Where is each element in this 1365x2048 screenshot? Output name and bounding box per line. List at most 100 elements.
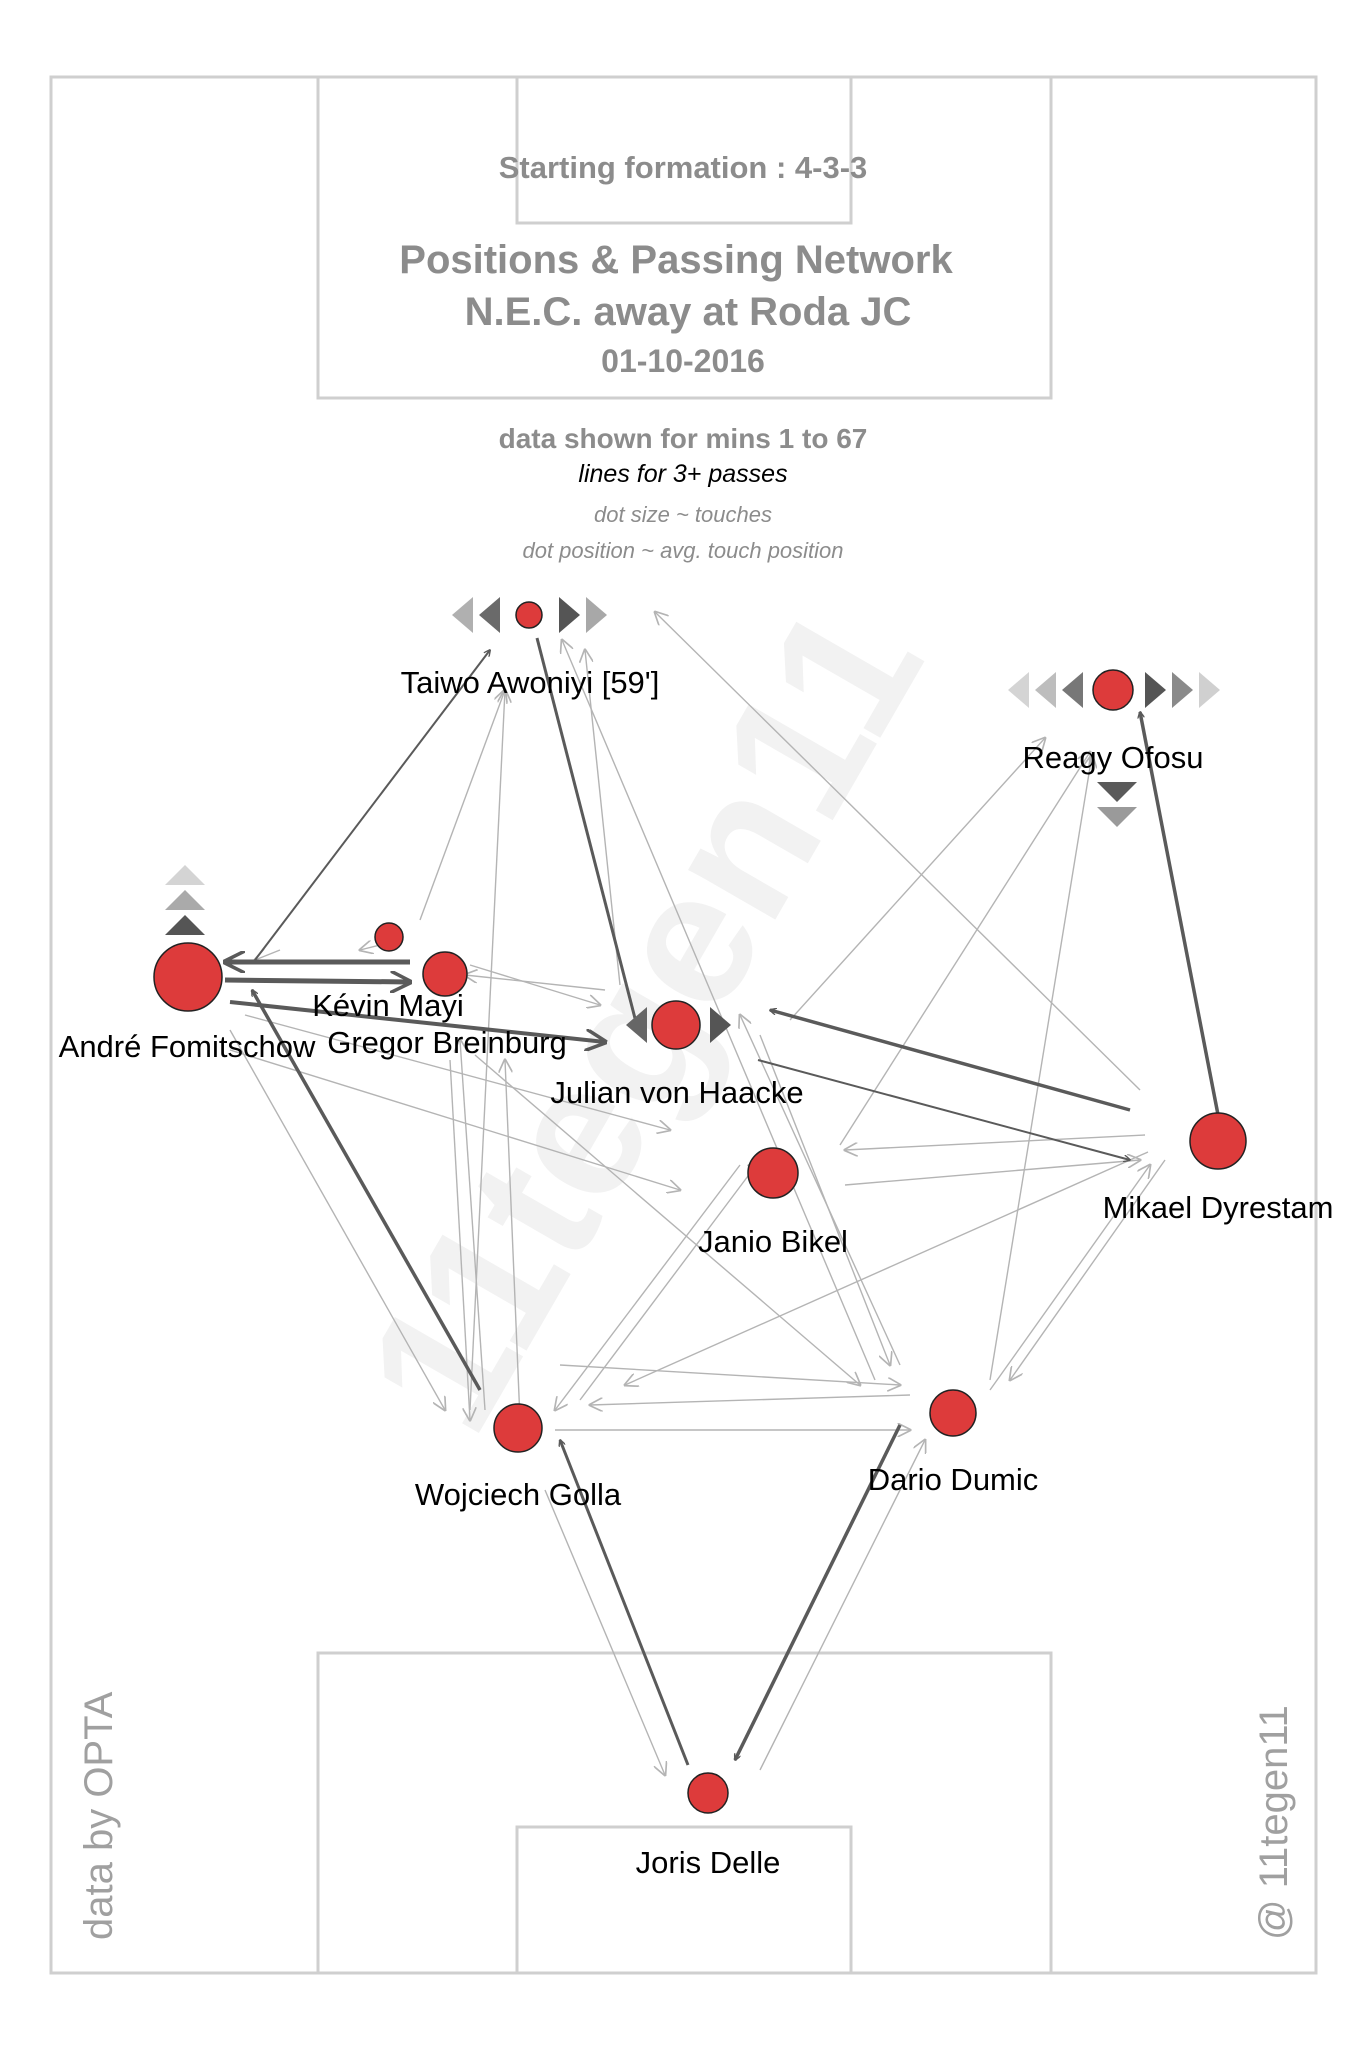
pass-line: [839, 752, 1090, 1146]
left-arrow-icon: [452, 597, 473, 633]
pass-line: [844, 1160, 1140, 1186]
pass-line: [474, 1054, 860, 1385]
author-credit: @ 11tegen11: [1252, 1705, 1296, 1940]
data-source-credit: data by OPTA: [77, 1691, 121, 1940]
player-dot-dyrestam: [1189, 1112, 1247, 1170]
pass-line: [759, 1440, 925, 1771]
player-dot-breinburg: [422, 951, 468, 997]
pass-line: [460, 1040, 486, 1411]
player-dot-bikel: [747, 1147, 799, 1199]
player-label: Mikael Dyrestam: [1103, 1190, 1334, 1225]
player-dot-fomitschow: [153, 942, 223, 1012]
dot-position-note: dot position ~ avg. touch position: [522, 538, 843, 563]
pass-line: [625, 1151, 1149, 1385]
pass-line: [585, 650, 621, 986]
player-label: Joris Delle: [636, 1845, 781, 1880]
player-label: Kévin Mayi: [312, 988, 464, 1023]
pass-line: [544, 1489, 665, 1775]
bottom-goal-box: [515, 1825, 853, 1975]
left-arrow-icon: [626, 1007, 647, 1043]
pass-line: [1010, 1159, 1166, 1380]
pass-line-strong: [770, 1010, 1131, 1112]
right-arrow-icon: [1145, 672, 1166, 708]
pass-line: [229, 1029, 445, 1410]
player-label: Taiwo Awoniyi [59']: [401, 665, 660, 700]
player-dot-mayi: [374, 922, 404, 952]
title-line-1: Positions & Passing Network: [399, 238, 953, 282]
pass-line: [449, 1059, 470, 1420]
pass-line: [562, 640, 876, 1381]
pass-line-strong: [757, 1059, 1130, 1160]
pass-line: [469, 964, 600, 1005]
right-arrow-icon: [559, 597, 580, 633]
pass-line-strong: [250, 990, 482, 1391]
right-arrow-icon: [710, 1007, 731, 1043]
pass-line: [555, 1164, 741, 1410]
left-arrow-icon: [479, 597, 500, 633]
pass-line: [590, 1394, 911, 1405]
pass-line: [759, 1034, 890, 1365]
up-arrow-icon: [165, 890, 205, 910]
pass-line: [789, 738, 1045, 1021]
pass-line: [989, 755, 1092, 1381]
lines-note: lines for 3+ passes: [578, 460, 787, 488]
right-arrow-icon: [586, 597, 607, 633]
pass-line-strong: [1140, 712, 1222, 1126]
dot-size-note: dot size ~ touches: [594, 502, 772, 527]
pass-line: [419, 690, 505, 921]
pass-line-strong: [229, 1000, 605, 1042]
pass-line-strong: [254, 650, 490, 961]
down-arrow-icon: [1097, 807, 1137, 827]
player-label: André Fomitschow: [59, 1029, 316, 1064]
pass-line-strong: [733, 1424, 902, 1760]
pass-line: [579, 1160, 760, 1401]
player-dot-delle: [687, 1772, 729, 1814]
left-arrow-icon: [1008, 672, 1029, 708]
right-arrow-icon: [1199, 672, 1220, 708]
pass-line-strong: [535, 637, 638, 1030]
weak-passes: [229, 612, 1166, 1775]
bottom-penalty-box: [316, 1651, 1053, 1975]
player-dot-dumic: [929, 1389, 977, 1437]
pass-line: [465, 975, 606, 991]
player-label: Gregor Breinburg: [327, 1025, 567, 1060]
pass-line: [989, 1165, 1150, 1391]
pass-line: [740, 1015, 901, 1366]
player-dot-haacke: [651, 1000, 701, 1050]
pass-line: [255, 950, 281, 960]
pass-line: [845, 1134, 1146, 1150]
up-arrow-icon: [165, 865, 205, 885]
pass-line: [655, 612, 1141, 1091]
player-label: Janio Bikel: [698, 1224, 848, 1259]
player-label: Dario Dumic: [868, 1462, 1039, 1497]
player-label: Reagy Ofosu: [1023, 740, 1204, 775]
direction-indicators: [165, 597, 1220, 1043]
player-label: Julian von Haacke: [550, 1075, 803, 1110]
pass-line: [505, 1060, 521, 1421]
pass-line-strong: [560, 1440, 690, 1766]
right-arrow-icon: [1172, 672, 1193, 708]
pass-line: [244, 1014, 670, 1130]
strong-passes: [224, 637, 1222, 1766]
header: Starting formation : 4-3-3 Positions & P…: [399, 150, 953, 563]
down-arrow-icon: [1097, 782, 1137, 802]
pass-line: [469, 690, 505, 1411]
pass-line-strong: [224, 980, 410, 982]
top-goal-box: [515, 75, 853, 225]
up-arrow-icon: [165, 915, 205, 935]
player-label: Wojciech Golla: [415, 1477, 622, 1512]
left-arrow-icon: [1062, 672, 1083, 708]
match-date: 01-10-2016: [601, 343, 765, 379]
player-labels: Taiwo Awoniyi [59'] Reagy Ofosu André Fo…: [59, 665, 1334, 1880]
pass-line: [559, 1364, 900, 1385]
player-dot-golla: [493, 1403, 543, 1453]
player-dot-ofosu: [1092, 669, 1134, 711]
minutes-note: data shown for mins 1 to 67: [499, 423, 868, 454]
title-line-2: N.E.C. away at Roda JC: [465, 290, 912, 334]
player-dot-awoniyi: [515, 601, 543, 629]
left-arrow-icon: [1035, 672, 1056, 708]
pitch: [49, 75, 1318, 1975]
player-dots: [153, 601, 1247, 1814]
formation-text: Starting formation : 4-3-3: [499, 150, 868, 185]
